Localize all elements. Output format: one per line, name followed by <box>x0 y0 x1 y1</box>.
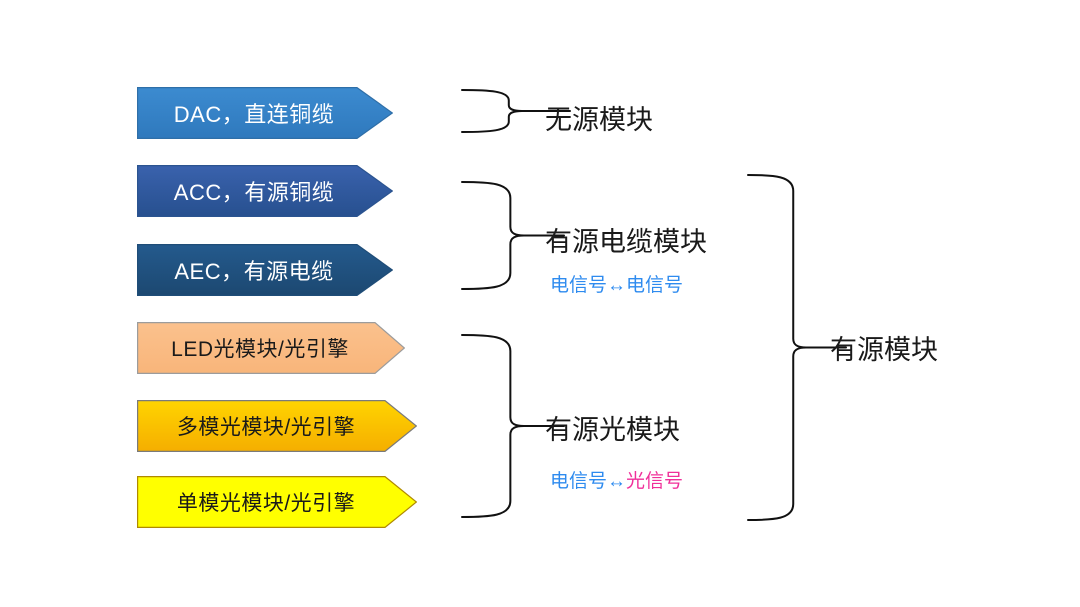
arrow-aec-shape <box>137 244 393 296</box>
arrow-singlemode-shape <box>137 476 417 528</box>
group-label-active-optical: 有源光模块 <box>545 415 680 445</box>
arrow-aec[interactable]: AEC，有源电缆 <box>137 244 393 296</box>
group-label-passive: 无源模块 <box>545 105 653 135</box>
arrow-acc[interactable]: ACC，有源铜缆 <box>137 165 393 217</box>
group-label-active-cable: 有源电缆模块 <box>545 227 707 257</box>
sublabel-electrical-1: 电信号↔ <box>550 275 627 296</box>
group-sublabel-active-optical: 电信号↔光信号 <box>550 466 683 493</box>
arrow-multimode[interactable]: 多模光模块/光引擎 <box>137 400 417 452</box>
arrow-acc-shape <box>137 165 393 217</box>
arrow-multimode-shape <box>137 400 417 452</box>
arrow-acc-label: ACC，有源铜缆 <box>173 180 335 205</box>
arrow-singlemode[interactable]: 单模光模块/光引擎 <box>137 476 417 528</box>
group-sublabel-active-cable: 电信号↔电信号 <box>550 270 683 297</box>
arrow-led-shape <box>137 322 405 374</box>
group-label-active-module: 有源模块 <box>830 335 938 365</box>
arrow-singlemode-label: 单模光模块/光引擎 <box>176 492 356 515</box>
arrow-aec-label: AEC，有源电缆 <box>174 259 334 284</box>
bracket-active-optical-icon <box>461 334 565 518</box>
arrow-dac-shape <box>137 87 393 139</box>
sublabel-optical: 光信号 <box>626 471 684 492</box>
bracket-active-cable-icon <box>461 181 565 290</box>
arrow-dac[interactable]: DAC，直连铜缆 <box>137 87 393 139</box>
arrow-led[interactable]: LED光模块/光引擎 <box>137 322 405 374</box>
arrow-dac-label: DAC，直连铜缆 <box>173 102 335 127</box>
sublabel-electrical-3: 电信号↔ <box>550 471 627 492</box>
arrow-led-label: LED光模块/光引擎 <box>171 338 349 361</box>
bracket-active-module-icon <box>747 174 847 521</box>
arrow-multimode-label: 多模光模块/光引擎 <box>176 416 356 439</box>
bracket-passive-icon <box>461 89 571 133</box>
sublabel-electrical-2: 电信号 <box>626 275 684 296</box>
